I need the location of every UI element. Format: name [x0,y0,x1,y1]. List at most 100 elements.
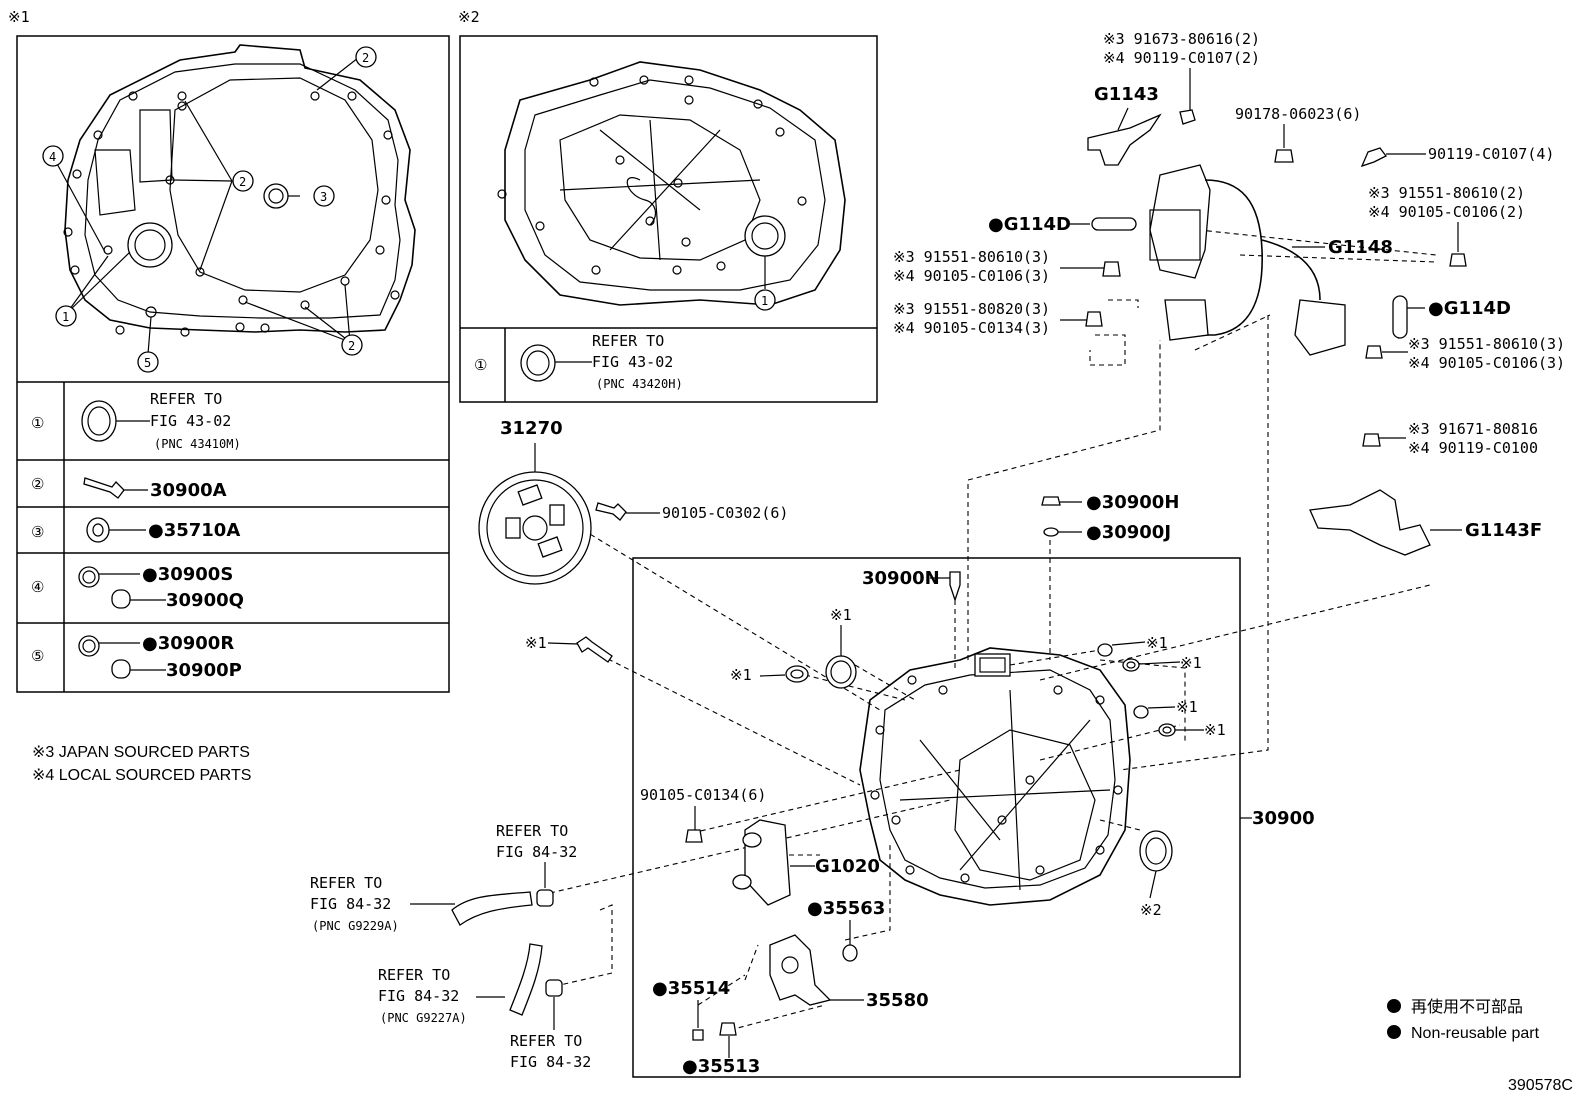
legend-num-1: ① [31,414,44,432]
panel-2: ※2 1 ① [458,8,878,403]
label-s3-91673: ※3 91673-80616(2) [1103,30,1260,48]
label-g1143f: G1143F [1465,520,1542,541]
part-bolt-m1-left: ※1 [525,634,613,663]
legend-1-text2: FIG 43-02 [150,412,231,430]
label-s4-90119-c0100: ※4 90119-C0100 [1408,439,1538,457]
label-s4-90119-2: ※4 90119-C0107(2) [1103,49,1260,67]
panel-2-legend: ① REFER TO FIG 43-02 (PNC 43420H) [474,332,683,391]
part-35580-sensor: 35580 [769,934,929,1011]
legend-5-part2: 30900P [166,660,242,681]
label-m1-right-c: ※1 [1176,698,1198,716]
part-g1148-harness: G1148 [1149,164,1393,356]
label-30900: 30900 [1252,808,1315,829]
callout-1: 1 [62,310,69,324]
legend-row-5: ⑤ ●30900R 30900P [31,633,242,681]
ref84-upper-line1: REFER TO [496,822,568,840]
key-en: Non-reusable part [1411,1025,1540,1042]
legend-2-part: 30900A [150,480,227,501]
label-m1-bolt: ※1 [525,634,547,652]
callout-2c: 2 [348,339,355,353]
part-91551-80610-3b: ※3 91551-80610(3) ※4 90105-C0106(3) [1365,335,1565,372]
legend-num-2: ② [31,475,44,493]
part-seal-m2: ※2 [1139,830,1173,919]
label-m1-right-d: ※1 [1204,721,1226,739]
label-s3-91551-3a: ※3 91551-80610(3) [893,248,1050,266]
legend-4-part2: 30900Q [166,590,244,611]
legend-1-text1: REFER TO [150,390,222,408]
part-35513: ●35513 [682,1022,760,1077]
label-s4-90105-3b: ※4 90105-C0106(3) [1408,354,1565,372]
label-31270: 31270 [500,418,563,439]
ref84-lower-line2: FIG 84-32 [510,1053,591,1071]
ref-84-32-hose-a: REFER TO FIG 84-32 (PNC G9229A) [310,874,533,933]
part-35563: ●35563 [807,898,885,962]
parts-m1-right: ※1 ※1 ※1 ※1 [1097,634,1226,739]
ref-84-32-lower: REFER TO FIG 84-32 [510,997,591,1071]
part-90105-c0134: 90105-C0134(6) [640,786,766,843]
legend-num-5: ⑤ [31,647,44,665]
label-g1020: G1020 [815,856,880,877]
label-s4-90105-0134: ※4 90105-C0134(3) [893,319,1050,337]
callout-2a: 2 [362,51,369,65]
label-s3-91671: ※3 91671-80816 [1408,420,1538,438]
label-s3-91551-820: ※3 91551-80820(3) [893,300,1050,318]
label-m1-seal-a: ※1 [730,666,752,684]
ref84-hose-a-line3: (PNC G9229A) [312,919,399,933]
legend-4-part1: ●30900S [142,564,233,585]
legend-5-part1: ●30900R [142,633,234,654]
case-rear-drawing: 1 [497,61,846,311]
label-g114d-b: ●G114D [1428,298,1511,319]
part-91551-80610-2: ※3 91551-80610(2) ※4 90105-C0106(2) [1368,184,1525,267]
legend-3-part: ●35710A [148,520,240,541]
label-s4-90105-3a: ※4 90105-C0106(3) [893,267,1050,285]
panel-2-legend-text3: (PNC 43420H) [596,377,683,391]
label-30900n: 30900N [862,568,940,589]
legend-num-4: ④ [31,578,44,596]
label-90119-c0107-4: 90119-C0107(4) [1428,145,1554,163]
assembly-lines [549,227,1437,1031]
label-90178: 90178-06023(6) [1235,105,1361,123]
part-g1143-bracket: ※3 91673-80616(2) ※4 90119-C0107(2) G114… [1087,30,1260,166]
part-90119-c0107-4: 90119-C0107(4) [1360,145,1554,168]
figure-id: 390578C [1508,1077,1573,1094]
panel-2-callout-1: 1 [761,294,768,308]
note-local: ※4 LOCAL SOURCED PARTS [32,767,251,784]
part-g114d-b: ●G114D [1392,295,1511,339]
panel-2-legend-num: ① [474,356,487,374]
label-g1143: G1143 [1094,84,1159,105]
panel-1-frame [16,35,450,693]
panel-2-legend-text1: REFER TO [592,332,664,350]
note-japan: ※3 JAPAN SOURCED PARTS [32,744,250,761]
panel-2-mark: ※2 [458,8,480,26]
part-30900n: 30900N [862,568,961,603]
panel-1-mark: ※1 [8,8,30,26]
ref84-hose-b-line2: FIG 84-32 [378,987,459,1005]
ref84-hose-a-line2: FIG 84-32 [310,895,391,913]
part-90178-06023: 90178-06023(6) [1235,105,1361,163]
label-30900j: ●30900J [1086,522,1171,543]
part-30900j: ●30900J [1043,522,1171,543]
part-g1020-cooler-pipe-flange: G1020 [732,819,880,906]
transaxle-case-drawing [859,647,1131,906]
label-35580: 35580 [866,990,929,1011]
label-30900h: ●30900H [1086,492,1179,513]
legend-row-2: ② 30900A [31,475,227,501]
label-90105-c0134-6: 90105-C0134(6) [640,786,766,804]
panel-2-frame [459,35,878,403]
ref84-lower-line1: REFER TO [510,1032,582,1050]
part-35514: ●35514 [652,978,730,1041]
part-31270-damper-disc: 31270 [478,418,592,585]
label-m1-seal-b: ※1 [830,606,852,624]
callout-3: 3 [320,190,327,204]
part-91551-80610-3a: ※3 91551-80610(3) ※4 90105-C0106(3) [893,248,1121,285]
legend-num-3: ③ [31,523,44,541]
part-seal-m1-a: ※1 [730,665,809,684]
part-91551-80820-3: ※3 91551-80820(3) ※4 90105-C0134(3) [893,300,1103,337]
key-non-reusable: 再使用不可部品 Non-reusable part [1387,998,1540,1042]
legend-row-1: ① REFER TO FIG 43-02 (PNC 43410M) [31,390,241,451]
part-seal-m1-b: ※1 [825,606,857,689]
case-housing-drawing: 2 2 3 4 1 2 5 [42,44,416,373]
ref84-hose-b-line3: (PNC G9227A) [380,1011,467,1025]
part-g114d-a: ●G114D [988,214,1137,235]
